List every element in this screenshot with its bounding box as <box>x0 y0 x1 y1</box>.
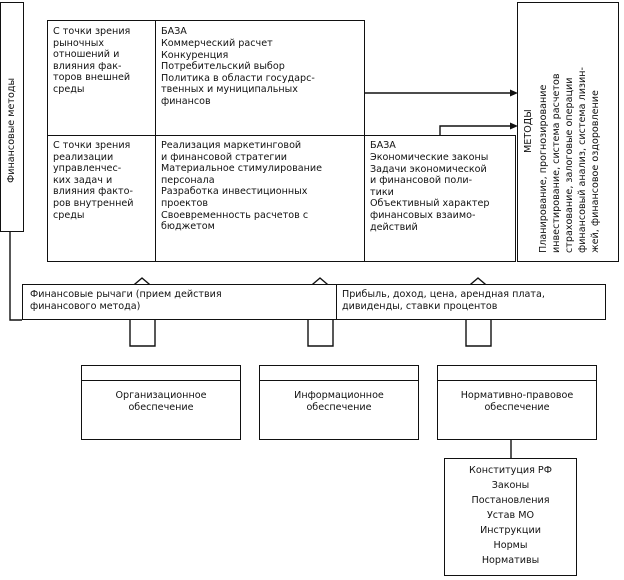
legal-doc-1: Конституция РФ <box>469 465 552 476</box>
legal-doc-4: Устав МО <box>486 510 535 521</box>
levers-bar <box>22 284 606 320</box>
row1-col2-text: Коммерческий расчет Конкуренция Потребит… <box>161 38 315 107</box>
col-divider <box>155 20 156 262</box>
row1-col2-title: БАЗА <box>161 26 187 37</box>
legal-doc-5: Инструкции <box>480 525 541 536</box>
row-divider <box>47 135 365 136</box>
financial-methods-vertical-box: Финансовые методы <box>0 2 24 232</box>
row2-col2-text: Реализация маркетинговой и финансовой ст… <box>161 140 323 233</box>
levers-left-text: Финансовые рычаги (прием действия финанс… <box>30 289 222 312</box>
methods-line-2: инвестирование, система расчетов <box>551 73 562 253</box>
organizational-support-label: Организационное обеспечение <box>115 390 207 413</box>
methods-line-4: финансовый анализ, система лизин- <box>577 67 588 253</box>
levers-right-text: Прибыль, доход, цена, арендная плата, ди… <box>342 289 545 312</box>
row2-col3-box <box>364 135 516 262</box>
information-support-box: Информационное обеспечение <box>259 365 419 440</box>
methods-line-1: Планирование, прогнозирование <box>538 84 549 253</box>
main-grid <box>47 20 365 262</box>
legal-doc-7: Нормативы <box>481 555 540 566</box>
legal-documents-box: Конституция РФ Законы Постановления Уста… <box>444 458 577 576</box>
legal-support-label: Нормативно-правовое обеспечение <box>460 390 574 413</box>
methods-title: МЕТОДЫ <box>523 109 534 153</box>
row2-col3-text: Экономические законы Задачи экономическо… <box>370 152 490 233</box>
row2-col1-text: С точки зрения реализации управленчес- к… <box>53 140 134 221</box>
legal-doc-6: Нормы <box>493 540 528 551</box>
legal-support-box: Нормативно-правовое обеспечение <box>437 365 597 440</box>
legal-doc-2: Законы <box>491 480 530 491</box>
levers-divider <box>336 284 337 320</box>
row1-col1-text: С точки зрения рыночных отношений и влия… <box>53 26 131 95</box>
methods-line-5: жей, финансовое оздоровление <box>590 90 601 253</box>
financial-methods-label: Финансовые методы <box>6 77 17 183</box>
legal-doc-3: Постановления <box>471 495 550 506</box>
row2-col3-title: БАЗА <box>370 140 396 151</box>
organizational-support-box: Организационное обеспечение <box>81 365 241 440</box>
information-support-label: Информационное обеспечение <box>294 390 384 413</box>
methods-box: МЕТОДЫ Планирование, прогнозирование инв… <box>517 2 619 262</box>
methods-line-3: страхование, залоговые операции <box>564 77 575 253</box>
